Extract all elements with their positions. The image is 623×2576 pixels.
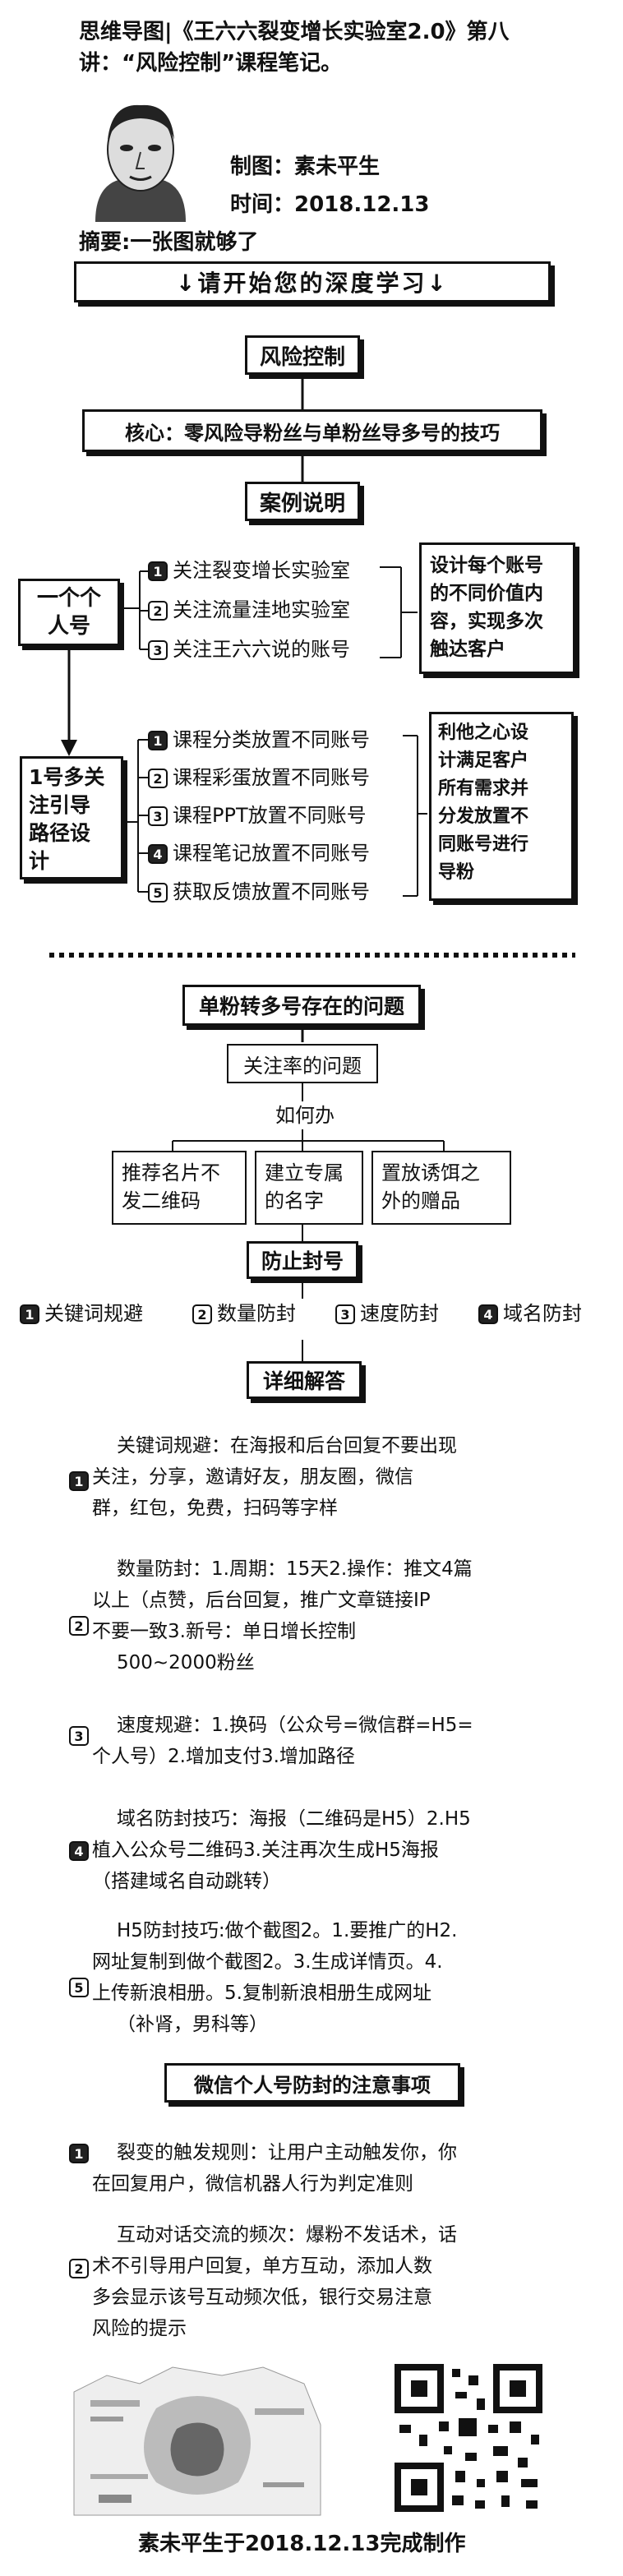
page-title-line1: 思维导图|《王六六裂变增长实验室2.0》第八 [79, 20, 510, 44]
author-label: 制图：素未平生 [230, 155, 381, 179]
number-badge: 2 [192, 1304, 212, 1324]
node-one-person: 一个个 人号 [18, 579, 120, 646]
section-case: 案例说明 [245, 482, 360, 521]
number-badge: 1 [20, 1304, 39, 1324]
section-wechat: 微信个人号防封的注意事项 [164, 2063, 460, 2103]
number-badge: 1 [69, 1471, 89, 1491]
date-label: 时间：2018.12.13 [230, 192, 430, 217]
detail-item-4: 域名防封技巧：海报（二维码是H5）2.H5 植入公众号二维码3.关注再次生成H5… [92, 1808, 471, 1892]
number-badge: 1 [148, 731, 168, 750]
wechat-note-2: 互动对话交流的频次：爆粉不发话术，话 术不引导用户回复，单方互动，添加人数 多会… [92, 2224, 457, 2339]
detail-item-1: 关键词规避：在海报和后台回复不要出现 关注，分享，邀请好友，朋友圈，微信 群，红… [92, 1435, 457, 1519]
core-statement: 核心：零风险导粉丝与单粉丝导多号的技巧 [82, 409, 542, 452]
banner: ↓请开始您的深度学习↓ [74, 261, 551, 302]
page-title-line2: 讲：“风险控制”课程笔记。 [79, 51, 343, 76]
solution-box: 置放诱饵之 外的赠品 [371, 1151, 511, 1225]
solution-box: 建立专属 的名字 [255, 1151, 363, 1225]
number-badge: 3 [148, 806, 168, 826]
accounts-note: 设计每个账号 的不同价值内 容，实现多次 触达客户 [419, 542, 575, 674]
number-badge: 5 [148, 883, 168, 903]
qr-code-icon [386, 2356, 551, 2520]
detail-item-2: 数量防封：1.周期：15天2.操作：推文4篇 以上（点赞，后台回复，推广文章链接… [92, 1558, 473, 1673]
number-badge: 3 [69, 1726, 89, 1746]
how-to-label: 如何办 [275, 1104, 335, 1127]
number-badge: 5 [69, 1978, 89, 1997]
author-portrait [79, 90, 202, 222]
number-badge: 2 [148, 769, 168, 788]
solution-box: 推荐名片不 发二维码 [112, 1151, 247, 1225]
number-badge: 1 [69, 2144, 89, 2163]
number-badge: 3 [148, 640, 168, 660]
number-badge: 2 [148, 601, 168, 621]
number-badge: 1 [148, 561, 168, 581]
number-badge: 2 [69, 2259, 89, 2278]
footer-credit: 素未平生于2018.12.13完成制作 [138, 2532, 466, 2556]
number-badge: 3 [335, 1304, 355, 1324]
number-badge: 4 [69, 1841, 89, 1861]
main-title: 风险控制 [245, 335, 360, 375]
courses-note: 利他之心设 计满足客户 所有需求并 分发放置不 同账号进行 导粉 [429, 712, 574, 901]
number-badge: 2 [69, 1616, 89, 1636]
word-cloud-image [58, 2359, 337, 2523]
detail-item-5: H5防封技巧:做个截图2。1.要推广的H2. 网址复制到做个截图2。3.生成详情… [92, 1920, 458, 2035]
wechat-note-1: 裂变的触发规则：让用户主动触发你，你 在回复用户，微信机器人行为判定准则 [92, 2142, 457, 2195]
node-path-design: 1号多关 注引导 路径设 计 [20, 756, 123, 879]
attention-problem: 关注率的问题 [227, 1044, 378, 1083]
anti-block-title: 防止封号 [247, 1241, 358, 1279]
number-badge: 4 [148, 844, 168, 864]
number-badge: 4 [478, 1304, 498, 1324]
section-problem: 单粉转多号存在的问题 [182, 985, 421, 1026]
abstract-label: 摘要:一张图就够了 [79, 230, 259, 255]
section-detail: 详细解答 [247, 1361, 362, 1399]
detail-item-3: 速度规避：1.换码（公众号=微信群=H5= 个人号）2.增加支付3.增加路径 [92, 1715, 473, 1767]
